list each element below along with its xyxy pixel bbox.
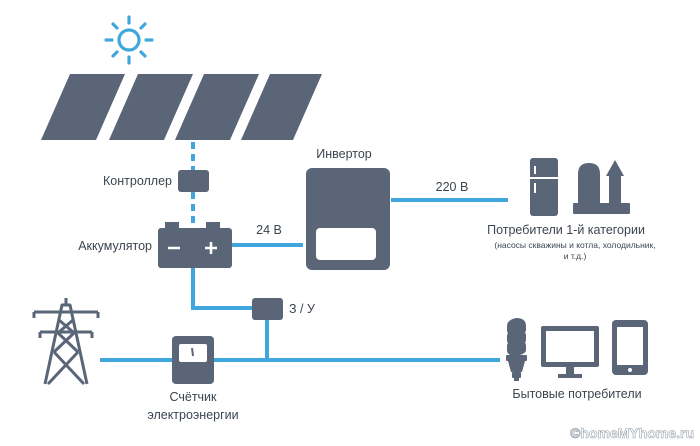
boiler-icon — [573, 160, 630, 214]
meter-label-line2: электроэнергии — [147, 408, 238, 422]
household-label: Бытовые потребители — [512, 387, 641, 401]
controller-box — [178, 170, 209, 192]
power-tower-icon — [32, 298, 100, 386]
inverter-label: Инвертор — [316, 147, 372, 161]
watermark: ©homeMYhome.ru — [570, 425, 694, 441]
charger-label: З / У — [289, 302, 315, 316]
lamp-icon — [506, 318, 527, 381]
controller-label: Контроллер — [103, 174, 172, 188]
voltage-24-label: 24 В — [256, 223, 282, 237]
meter-label-line1: Счётчик — [169, 390, 217, 404]
sun-icon — [104, 15, 154, 65]
connection-lines — [100, 142, 508, 362]
monitor-icon — [541, 326, 599, 378]
fridge-icon — [530, 158, 558, 216]
inverter-icon — [306, 168, 390, 270]
battery-charger-line — [191, 268, 252, 310]
battery-icon — [158, 222, 232, 268]
solar-panel-icon — [41, 74, 322, 140]
battery-label: Аккумулятор — [78, 239, 152, 253]
voltage-220-label: 220 В — [436, 180, 469, 194]
consumers1-title: Потребители 1-й категории — [487, 223, 645, 237]
consumers1-note-line1: (насосы скважины и котла, холодильник, — [494, 240, 655, 250]
charger-box — [252, 298, 283, 320]
electric-meter-icon — [172, 336, 214, 384]
consumers1-note-line2: и т.д.) — [564, 251, 587, 261]
tablet-icon — [612, 320, 648, 375]
